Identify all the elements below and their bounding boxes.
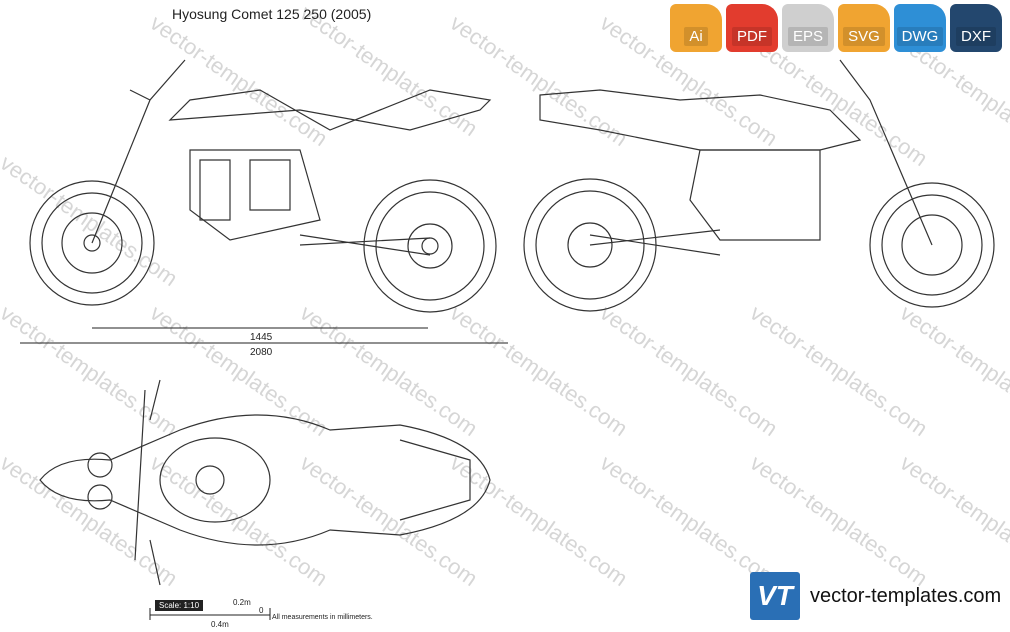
scale-bar: Scale: 1:10 0.2m 0 0.4m	[155, 598, 263, 629]
pdf-format-button[interactable]: PDF	[726, 4, 778, 52]
dxf-format-button[interactable]: DXF	[950, 4, 1002, 52]
wheelbase-dimension: 1445	[250, 332, 273, 343]
format-label: EPS	[787, 27, 828, 46]
dwg-format-button[interactable]: DWG	[894, 4, 946, 52]
scale-zero-mark: 0	[259, 606, 264, 615]
side-view-right	[523, 59, 995, 312]
format-buttons: Ai PDF EPS SVG DWG DXF	[670, 4, 1002, 52]
length-dimension: 2080	[250, 347, 273, 358]
eps-format-button[interactable]: EPS	[782, 4, 834, 52]
page-title: Hyosung Comet 125 250 (2005)	[172, 6, 372, 22]
format-label: DWG	[896, 27, 944, 46]
scale-top-mark: 0.2m	[233, 598, 251, 607]
format-label: SVG	[843, 27, 885, 46]
top-view	[39, 379, 491, 586]
scale-label: Scale: 1:10	[155, 600, 204, 611]
format-label: Ai	[684, 27, 708, 46]
format-label: PDF	[732, 27, 772, 46]
vt-logo: VT	[750, 572, 800, 620]
format-label: DXF	[956, 27, 996, 46]
side-view-left	[29, 59, 497, 313]
ai-format-button[interactable]: Ai	[670, 4, 722, 52]
brand-footer[interactable]: VT vector-templates.com	[750, 572, 1001, 620]
brand-name: vector-templates.com	[810, 584, 1002, 607]
svg-format-button[interactable]: SVG	[838, 4, 890, 52]
scale-bottom-mark: 0.4m	[211, 620, 229, 629]
dimension-lines	[20, 327, 508, 620]
measurement-note: All measurements in millimeters.	[272, 614, 373, 621]
